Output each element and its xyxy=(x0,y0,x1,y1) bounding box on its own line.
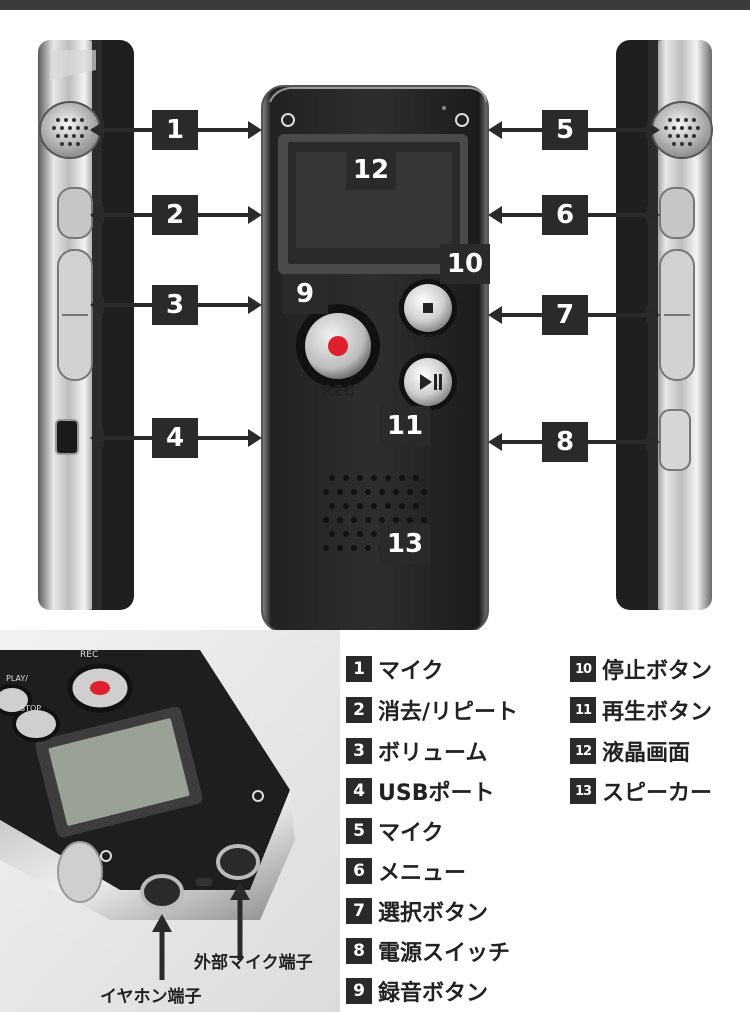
legend-number: 1 xyxy=(346,656,372,682)
callout-5: 5 xyxy=(542,110,588,150)
legend-number: 5 xyxy=(346,818,372,844)
legend-text: 録音ボタン xyxy=(378,981,489,1006)
legend-item: 10 停止ボタン xyxy=(570,654,712,684)
legend-item: 12 液晶画面 xyxy=(570,736,690,766)
legend-item: 3 ボリューム xyxy=(346,736,487,766)
callout-8: 8 xyxy=(542,422,588,462)
legend-number: 7 xyxy=(346,898,372,924)
closeup-play-label: PLAY/ xyxy=(6,674,28,683)
legend-item: 6 メニュー xyxy=(346,856,466,886)
legend-text: 電源スイッチ xyxy=(378,941,511,966)
callout-2: 2 xyxy=(152,195,198,235)
legend-number: 6 xyxy=(346,858,372,884)
legend-item: 7 選択ボタン xyxy=(346,896,488,926)
legend-text: ボリューム xyxy=(378,741,488,766)
legend-item: 9 録音ボタン xyxy=(346,976,488,1006)
legend-text: メニュー xyxy=(378,861,467,886)
legend-number: 4 xyxy=(346,778,372,804)
external-mic-label: 外部マイク端子 xyxy=(194,953,313,973)
legend-number: 9 xyxy=(346,978,372,1004)
device-illustration xyxy=(38,40,713,633)
callout-7: 7 xyxy=(542,295,588,335)
callout-3: 3 xyxy=(152,285,198,325)
callout-1: 1 xyxy=(152,110,198,150)
left-side-view xyxy=(38,40,134,610)
callout-13: 13 xyxy=(380,524,430,564)
legend-text: 再生ボタン xyxy=(602,700,713,725)
legend-number: 2 xyxy=(346,697,372,723)
legend-text: 選択ボタン xyxy=(378,901,489,926)
legend-text: スピーカー xyxy=(602,781,713,806)
callout-4: 4 xyxy=(152,418,198,458)
legend-text: USBポート xyxy=(378,781,495,806)
legend-item: 4 USBポート xyxy=(346,776,494,806)
legend-number: 13 xyxy=(570,778,596,804)
legend-text: 液晶画面 xyxy=(602,741,691,766)
stop-label: STOP xyxy=(414,334,441,344)
legend-text: マイク xyxy=(378,821,444,846)
callout-arrows xyxy=(90,121,660,451)
legend-item: 8 電源スイッチ xyxy=(346,936,510,966)
pause-label: PAUSE xyxy=(426,408,459,418)
callout-11: 11 xyxy=(380,406,430,446)
closeup-stop-label: STOP xyxy=(20,704,42,713)
legend-item: 13 スピーカー xyxy=(570,776,712,806)
legend-item: 11 再生ボタン xyxy=(570,695,712,725)
legend-text: 消去/リピート xyxy=(378,700,519,725)
earphone-label: イヤホン端子 xyxy=(100,987,202,1007)
legend-number: 3 xyxy=(346,738,372,764)
top-bar xyxy=(0,0,750,10)
legend-number: 11 xyxy=(570,697,596,723)
right-side-view xyxy=(616,40,713,610)
legend-number: 8 xyxy=(346,938,372,964)
legend-number: 10 xyxy=(570,656,596,682)
product-diagram: REC STOP PAUSE 1 2 3 4 5 6 7 8 9 10 11 1… xyxy=(0,10,750,633)
legend-number: 12 xyxy=(570,738,596,764)
legend-item: 2 消去/リピート xyxy=(346,695,518,725)
closeup-rec-label: REC xyxy=(80,650,99,660)
rec-label: REC xyxy=(322,382,355,400)
callout-6: 6 xyxy=(542,195,588,235)
legend-text: 停止ボタン xyxy=(602,659,713,684)
legend-item: 1 マイク xyxy=(346,654,444,684)
bottom-section: REC PLAY/ STOP 外部マイク端子 イヤホン端子 1 マイク 2 消去… xyxy=(0,630,750,1012)
closeup-photo xyxy=(0,630,340,1012)
callout-10: 10 xyxy=(440,244,490,284)
legend-text: マイク xyxy=(378,659,444,684)
callout-12: 12 xyxy=(346,150,396,190)
callout-9: 9 xyxy=(282,274,328,314)
legend-item: 5 マイク xyxy=(346,816,444,846)
